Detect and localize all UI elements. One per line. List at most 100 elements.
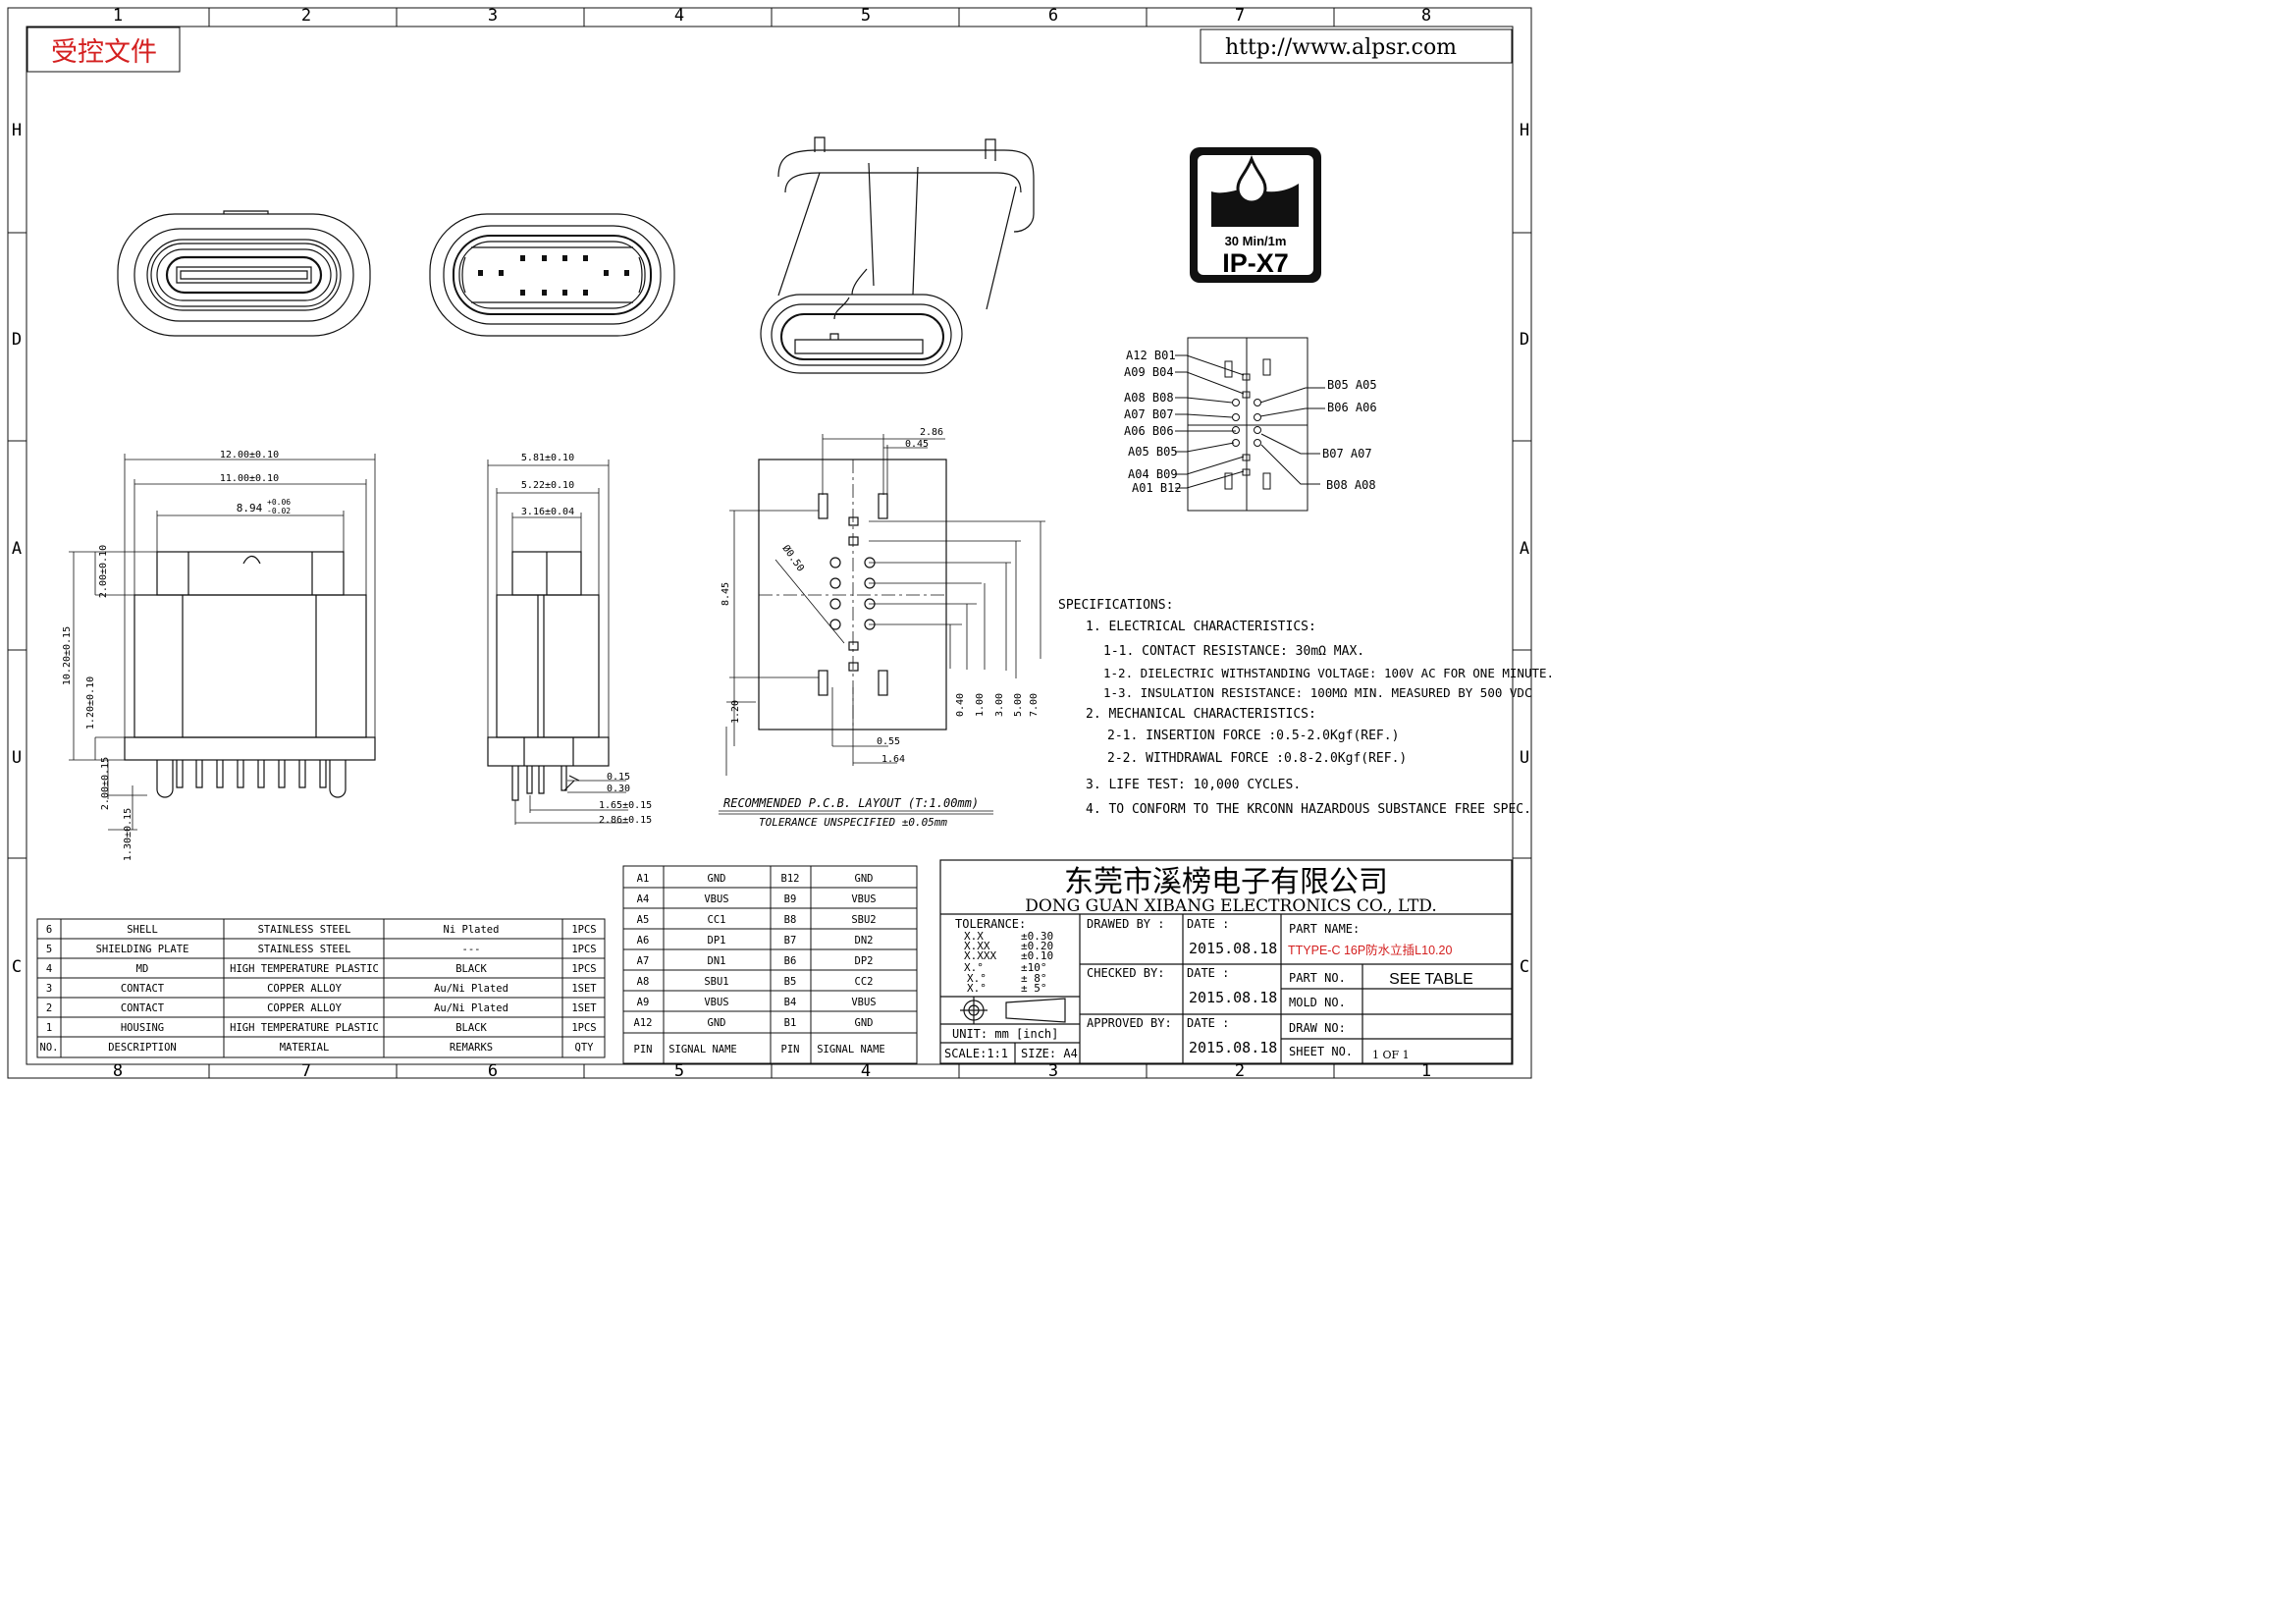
spec-line: 1-3. INSULATION RESISTANCE: 100MΩ MIN. M… [1103,685,1532,700]
pin-position-diagram [1175,337,1325,512]
tol-key: X.X [964,930,984,943]
outer-frame [7,7,1532,1079]
pin-map-label: A05 B05 [1128,445,1178,459]
dim-side-015: 0.15 [607,772,630,783]
pin-signal: GND [708,873,726,885]
approved-date: 2015.08.18 [1189,1039,1277,1056]
dim-side-581: 5.81±0.10 [521,453,574,463]
pin-signal: GND [855,1017,874,1029]
bom-material: STAINLESS STEEL [258,924,351,936]
pcb-caption-tolerance: TOLERANCE UNSPECIFIED ±0.05mm [759,816,947,829]
spec-line: 2-2. WITHDRAWAL FORCE :0.8-2.0Kgf(REF.) [1107,751,1407,766]
dim-pcb-300: 3.00 [994,693,1005,717]
dim-pcb-286: 2.86 [920,427,943,438]
side-dimension-text: 5.81±0.10 5.22±0.10 3.16±0.04 0.15 0.30 … [521,453,652,826]
tol-key: X.° [967,972,987,985]
bom-no: 1 [46,1022,52,1034]
spec-line: 1-2. DIELECTRIC WITHSTANDING VOLTAGE: 10… [1103,666,1554,680]
pin-signal: VBUS [704,893,728,905]
pin-id: B9 [784,893,797,905]
pin-signal: SBU2 [851,914,876,926]
pin-signal: GND [855,873,874,885]
col-label: 1 [1421,1061,1431,1081]
badge-line1: 30 Min/1m [1225,234,1287,248]
spec-line: 2. MECHANICAL CHARACTERISTICS: [1086,707,1316,722]
contact-pins [478,255,629,296]
pin-signal: VBUS [704,997,728,1008]
col-label: 4 [674,6,684,26]
bom-remarks: BLACK [455,1022,487,1034]
spec-line: 1-1. CONTACT RESISTANCE: 30mΩ MAX. [1103,644,1364,659]
pin-id: A8 [637,976,650,988]
date-label: DATE : [1187,917,1229,931]
tol-value: ±0.10 [1021,949,1053,962]
dim-side-316: 3.16±0.04 [521,507,574,517]
pin-id: A7 [637,955,650,967]
tol-value: ± 8° [1021,972,1047,985]
pin-header: PIN [634,1044,653,1055]
bom-remarks: Au/Ni Plated [434,983,508,995]
col-label: 3 [1048,1061,1058,1081]
dim-tol-dn: -0.02 [267,507,291,515]
col-label: 8 [1421,6,1431,26]
dim-width-11: 11.00±0.10 [220,473,279,484]
pin-signal: VBUS [851,997,876,1008]
bom-material: HIGH TEMPERATURE PLASTIC [230,1022,379,1034]
size-label: SIZE: A4 [1021,1047,1078,1060]
dim-pcb-055: 0.55 [877,736,900,747]
drawing-canvas: 1 2 3 4 5 6 7 8 8 7 6 5 4 3 2 1 H D A U … [7,6,1554,1081]
bom-remarks: BLACK [455,963,487,975]
bom-qty: 1PCS [571,924,596,936]
col-label: 5 [861,6,871,26]
inner-frame [26,26,1514,1065]
ipx7-badge: 30 Min/1m IP-X7 [1190,147,1321,283]
dim-pcb-500: 5.00 [1013,693,1024,717]
tol-key: X.XX [964,940,990,952]
row-label: U [12,748,22,768]
spec-line: 4. TO CONFORM TO THE KRCONN HAZARDOUS SU… [1086,802,1531,817]
row-label: H [12,121,22,140]
company-name-en: DONG GUAN XIBANG ELECTRONICS CO., LTD. [1025,896,1436,916]
bom-qty: 1SET [571,1002,597,1014]
pin-signal: CC1 [708,914,726,926]
dim-h-130: 1.30±0.15 [123,808,133,861]
part-name-value: TTYPE-C 16P防水立插L10.20 [1288,943,1452,957]
pin-signal: DN1 [708,955,726,967]
spec-title: SPECIFICATIONS: [1058,598,1173,613]
pin-table [622,865,918,1064]
pin-id: B7 [784,935,797,947]
bom-header: REMARKS [450,1042,493,1054]
bom-qty: 1PCS [571,944,596,955]
front-dimension-text: 12.00±0.10 11.00±0.10 8.94 +0.06 -0.02 2… [62,450,291,861]
bom-header: MATERIAL [280,1042,330,1054]
row-label: U [1520,748,1529,768]
col-label: 6 [1048,6,1058,26]
bom-remarks: Au/Ni Plated [434,1002,508,1014]
pin-id: B8 [784,914,797,926]
row-label: D [1520,330,1529,350]
bom-desc: CONTACT [121,1002,165,1014]
pin-id: A5 [637,914,650,926]
bom-qty: 1SET [571,983,597,995]
sheet-no-label: SHEET NO. [1289,1045,1353,1058]
tol-value: ± 5° [1021,982,1047,995]
bom-no: 2 [46,1002,52,1014]
bom-desc: MD [136,963,149,975]
side-dimension-lines [487,460,628,825]
pin-map-label: A08 B08 [1124,391,1174,405]
bom-no: 5 [46,944,52,955]
pin-id: B12 [781,873,800,885]
tol-value: ±0.30 [1021,930,1053,943]
contact-face-view [429,213,675,337]
part-name-label: PART NAME: [1289,922,1360,936]
bom-remarks: Ni Plated [444,924,500,936]
pcb-dimension-text: 2.86 0.45 Ø0.50 8.45 1.20 0.40 1.00 3.00… [721,427,1040,765]
dim-pcb-045: 0.45 [905,439,929,450]
tol-key: X.° [967,982,987,995]
dim-side-165: 1.65±0.15 [599,800,652,811]
bom-header: NO. [40,1042,59,1054]
dim-h-1020: 10.20±0.15 [62,626,73,685]
pin-id: B1 [784,1017,797,1029]
pin-signal: DP1 [708,935,726,947]
pcb-caption-underline [719,810,993,815]
